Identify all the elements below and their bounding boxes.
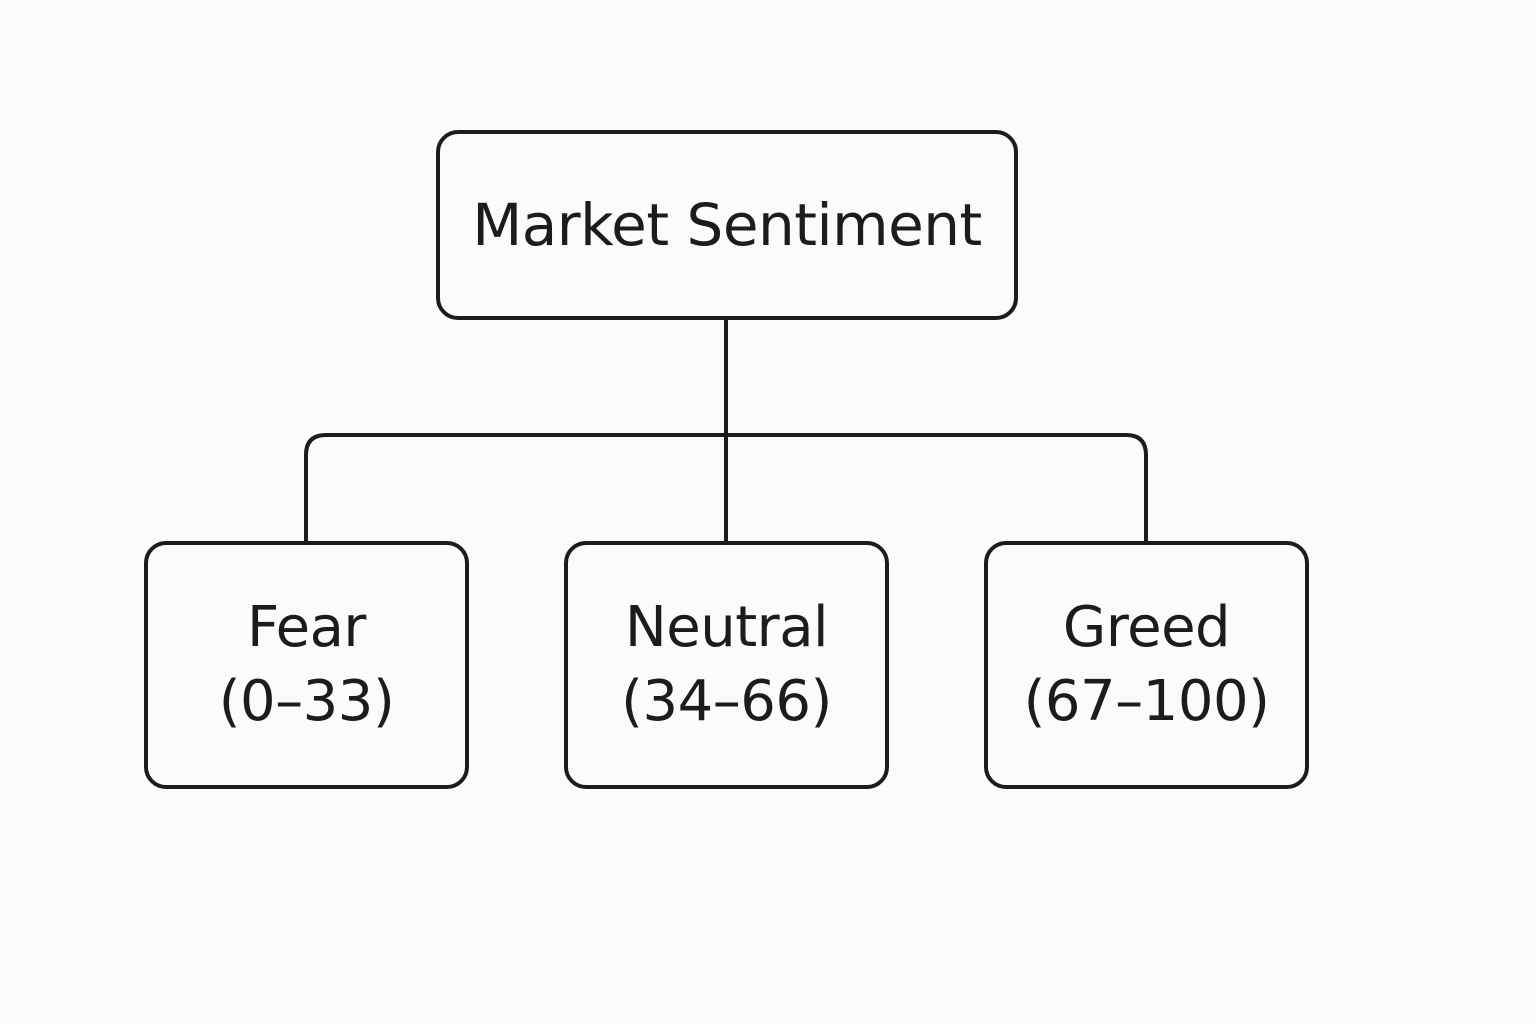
node-fear: Fear (0–33) [144, 541, 469, 789]
node-greed-label: Greed [1062, 595, 1231, 660]
node-root-label: Market Sentiment [472, 191, 982, 259]
node-greed-range: (67–100) [1023, 669, 1270, 734]
connector-horizontal-bus [304, 433, 1148, 543]
node-market-sentiment: Market Sentiment [436, 130, 1018, 320]
node-neutral-range: (34–66) [621, 669, 832, 734]
node-fear-range: (0–33) [218, 669, 395, 734]
node-neutral: Neutral (34–66) [564, 541, 889, 789]
node-neutral-label: Neutral [624, 595, 829, 660]
node-fear-label: Fear [247, 595, 366, 660]
node-greed: Greed (67–100) [984, 541, 1309, 789]
